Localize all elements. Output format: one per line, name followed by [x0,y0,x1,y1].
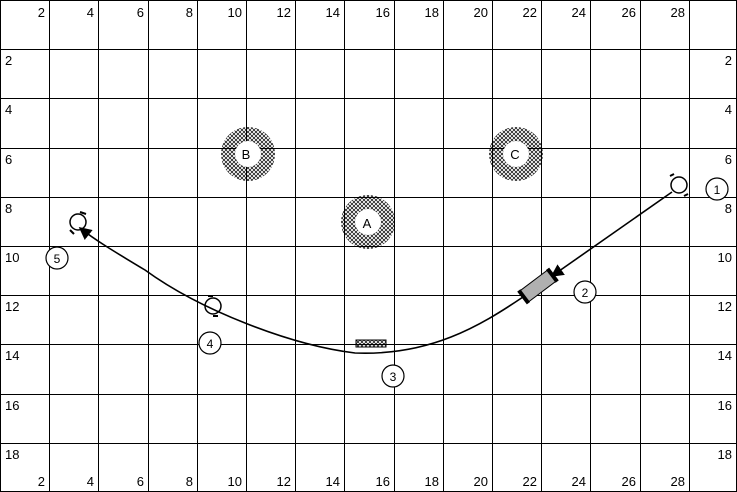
top-axis-label: 10 [228,5,242,20]
zone-b-label: B [242,147,251,162]
left-axis-label: 4 [5,102,12,117]
left-axis-label: 14 [5,348,19,363]
right-axis-label: 12 [718,299,732,314]
zone-c-center [503,141,529,167]
top-axis-label: 4 [87,5,94,20]
right-axis-label: 14 [718,348,732,363]
zone-c: C [489,127,543,181]
zone-a-center [355,209,381,235]
left-axis-label: 12 [5,299,19,314]
top-axis-label: 8 [186,5,193,20]
course-path-main [78,227,524,354]
right-axis-label: 6 [725,152,732,167]
jump-obstacle-3 [355,339,387,348]
obstacle-number-1: 1 [705,177,729,201]
top-axis-label: 2 [38,5,45,20]
obstacle-number-5: 5 [45,246,69,270]
number-5-circle [45,246,69,270]
hoop-1-post-bottom [683,193,689,197]
left-axis-label: 2 [5,53,12,68]
bottom-axis-label: 22 [523,474,537,489]
bottom-axis-label: 20 [474,474,488,489]
bottom-axis-label: 8 [186,474,193,489]
obstacle-number-4: 4 [198,331,222,355]
number-3-circle [381,364,405,388]
hoop-5-ring [69,213,87,231]
top-axis-label: 28 [671,5,685,20]
top-axis-label: 26 [622,5,636,20]
bottom-axis-label: 14 [326,474,340,489]
right-axis-labels: 2 4 6 8 10 12 14 16 18 [718,53,732,462]
left-axis-label: 8 [5,201,12,216]
bottom-axis-label: 16 [376,474,390,489]
top-axis-label: 22 [523,5,537,20]
left-axis-label: 10 [5,250,19,265]
left-axis-labels: 2 4 6 8 10 12 14 16 18 [5,53,19,462]
top-axis-label: 20 [474,5,488,20]
obstacle-number-2: 2 [573,280,597,304]
top-axis-label: 16 [376,5,390,20]
top-axis-label: 12 [277,5,291,20]
number-1-circle [705,177,729,201]
left-axis-label: 6 [5,152,12,167]
right-axis-label: 16 [718,398,732,413]
top-axis-label: 14 [326,5,340,20]
hoop-1-post-top [669,173,675,177]
hoop-4-ring [204,297,222,315]
number-5-text: 5 [54,252,61,266]
number-1-text: 1 [714,183,721,197]
right-axis-label: 2 [725,53,732,68]
top-axis-label: 18 [425,5,439,20]
bottom-axis-label: 28 [671,474,685,489]
top-axis-label: 6 [137,5,144,20]
hoop-1-ring [670,176,688,194]
hoop-5-post-bottom [69,229,75,235]
hoop-obstacle-5 [69,211,87,235]
number-4-text: 4 [207,337,214,351]
zone-a-label: A [363,216,372,231]
right-axis-label: 10 [718,250,732,265]
bottom-axis-label: 4 [87,474,94,489]
number-2-circle [573,280,597,304]
tunnel-obstacle-2 [517,267,559,305]
tunnel-2-end-left [517,289,531,305]
number-4-circle [198,331,222,355]
zone-a: A [341,195,395,249]
right-axis-label: 18 [718,447,732,462]
hoop-obstacle-1 [669,173,689,197]
bottom-axis-label: 2 [38,474,45,489]
bottom-axis-label: 12 [277,474,291,489]
bottom-axis-label: 24 [572,474,586,489]
left-axis-label: 18 [5,447,19,462]
hoop-obstacle-4 [204,295,222,317]
bottom-axis-label: 6 [137,474,144,489]
hoop-5-post-top [79,211,87,215]
zone-c-label: C [510,147,519,162]
number-2-text: 2 [582,286,589,300]
tunnel-2-end-right [545,267,559,283]
obstacle-number-3: 3 [381,364,405,388]
course-path-segment-1-2 [550,191,673,277]
top-axis-label: 24 [572,5,586,20]
right-axis-label: 4 [725,102,732,117]
zone-b-center [235,141,261,167]
number-3-text: 3 [390,370,397,384]
zone-b: B [221,127,275,181]
left-axis-label: 16 [5,398,19,413]
bottom-axis-label: 10 [228,474,242,489]
bottom-axis-label: 18 [425,474,439,489]
bottom-axis-label: 26 [622,474,636,489]
right-axis-label: 8 [725,201,732,216]
